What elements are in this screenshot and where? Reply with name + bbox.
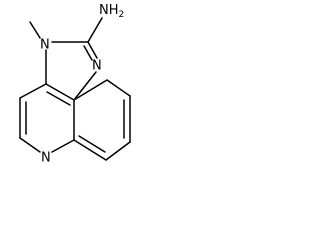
bond-n3-c9b bbox=[73, 71, 97, 101]
bond-c7-c6b bbox=[105, 141, 131, 161]
chemical-structure: N NH2 N N bbox=[19, 3, 131, 166]
bond-c9a-c9b-double bbox=[46, 91, 71, 106]
bond-c2-n3-double bbox=[83, 45, 93, 61]
amine-bond bbox=[87, 17, 103, 43]
bond-c9b-c9 bbox=[73, 79, 108, 101]
bond-c2-n3 bbox=[87, 41, 98, 59]
bond-c6b-c6a bbox=[73, 139, 107, 161]
imine-nitrogen-label: N bbox=[92, 59, 102, 74]
methyl-nitrogen-label: N bbox=[40, 38, 50, 53]
bond-c6b-c6a-double bbox=[78, 135, 106, 153]
ring-nitrogen-label: N bbox=[41, 151, 51, 166]
amine-symbol: NH bbox=[99, 3, 119, 18]
methyl-bond bbox=[29, 21, 41, 39]
bond-c9a-c4 bbox=[19, 83, 47, 99]
bond-c9a-c9b bbox=[45, 83, 75, 101]
bond-c5-n6 bbox=[19, 137, 41, 153]
bond-n6-c6a bbox=[51, 139, 75, 153]
amine-nitrogen-label: NH2 bbox=[99, 3, 124, 20]
bond-c9-c8 bbox=[106, 79, 131, 97]
amine-subscript: 2 bbox=[119, 10, 125, 20]
